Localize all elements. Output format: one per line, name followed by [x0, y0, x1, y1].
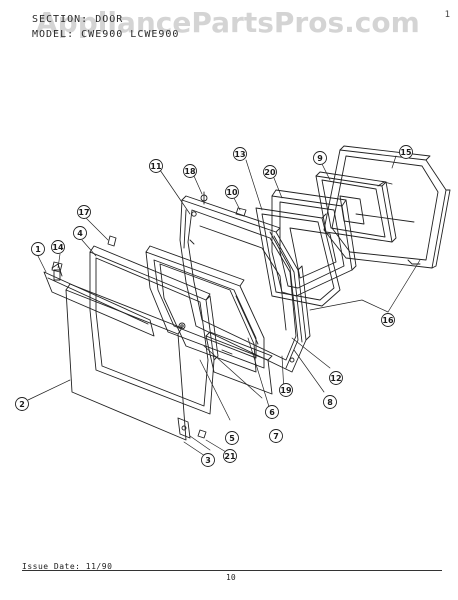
outer-door-panel-part-4 [89, 245, 219, 415]
svg-text:2: 2 [19, 400, 25, 409]
svg-text:20: 20 [264, 168, 276, 177]
screw-part-17 [107, 235, 117, 247]
svg-text:9: 9 [317, 154, 323, 163]
callout-5: 5 [225, 431, 239, 445]
inner-shield-part-19 [159, 263, 259, 373]
side-rail-part-12 [269, 231, 303, 369]
callout-11: 11 [149, 159, 163, 173]
callout-2: 2 [15, 397, 29, 411]
callout-4: 4 [73, 226, 87, 240]
model-header: MODEL: CWE900 LCWE900 [32, 29, 179, 40]
svg-text:12: 12 [330, 374, 341, 383]
svg-text:18: 18 [184, 167, 196, 176]
section-value: DOOR [95, 14, 124, 25]
lower-bracket-part-7 [205, 331, 273, 395]
svg-text:16: 16 [382, 316, 394, 325]
svg-text:19: 19 [280, 386, 292, 395]
callout-19: 19 [279, 383, 293, 397]
svg-text:13: 13 [234, 150, 245, 159]
callout-markers: 1 14 4 17 11 18 10 13 20 9 15 16 12 8 19… [15, 145, 413, 467]
callout-16: 16 [381, 313, 395, 327]
callout-7: 7 [269, 429, 283, 443]
leader-lines [27, 155, 421, 463]
callout-10: 10 [225, 185, 239, 199]
callout-14: 14 [51, 240, 65, 254]
footer-divider [22, 570, 442, 571]
callout-6: 6 [265, 405, 279, 419]
section-label: SECTION: [32, 14, 89, 25]
glass-pack-part-9 [315, 171, 397, 243]
door-handle-part-1 [43, 263, 155, 337]
svg-text:21: 21 [224, 452, 236, 461]
insulation-part-6 [145, 245, 265, 369]
issue-date: Issue Date: 11/90 [22, 562, 113, 571]
callout-18: 18 [183, 164, 197, 178]
callout-8: 8 [323, 395, 337, 409]
model-value: CWE900 LCWE900 [81, 29, 180, 40]
section-header: SECTION: DOOR [32, 14, 123, 25]
clip-part-14 [51, 261, 63, 273]
callout-3: 3 [201, 453, 215, 467]
svg-text:8: 8 [327, 398, 333, 407]
svg-text:14: 14 [52, 243, 64, 252]
callout-12: 12 [329, 371, 343, 385]
model-label: MODEL: [32, 29, 75, 40]
screw-part-21-small [197, 429, 207, 439]
door-liner-part-11 [179, 195, 311, 373]
watermark-logo: AppliancePartsPros.com [36, 6, 420, 39]
svg-text:17: 17 [78, 208, 89, 217]
callout-9: 9 [313, 151, 327, 165]
corner-mark: 1 [444, 10, 450, 20]
screw-part-10 [235, 207, 247, 217]
svg-text:7: 7 [273, 432, 279, 441]
hinge-part-21 [177, 417, 191, 439]
door-rear-panel-part-15 [323, 145, 451, 269]
callout-17: 17 [77, 205, 91, 219]
callout-21: 21 [223, 449, 237, 463]
callout-1: 1 [31, 242, 45, 256]
svg-text:6: 6 [269, 408, 275, 417]
svg-text:15: 15 [400, 148, 412, 157]
screw-part-18 [200, 191, 208, 205]
callout-15: 15 [399, 145, 413, 159]
svg-text:4: 4 [77, 229, 83, 238]
page-number: 10 [226, 573, 236, 582]
callout-20: 20 [263, 165, 277, 179]
svg-text:1: 1 [35, 245, 41, 254]
inner-glass-part-13 [255, 207, 341, 307]
callout-13: 13 [233, 147, 247, 161]
svg-text:10: 10 [226, 188, 238, 197]
svg-text:5: 5 [229, 434, 235, 443]
svg-text:3: 3 [205, 456, 211, 465]
svg-text:11: 11 [150, 162, 162, 171]
